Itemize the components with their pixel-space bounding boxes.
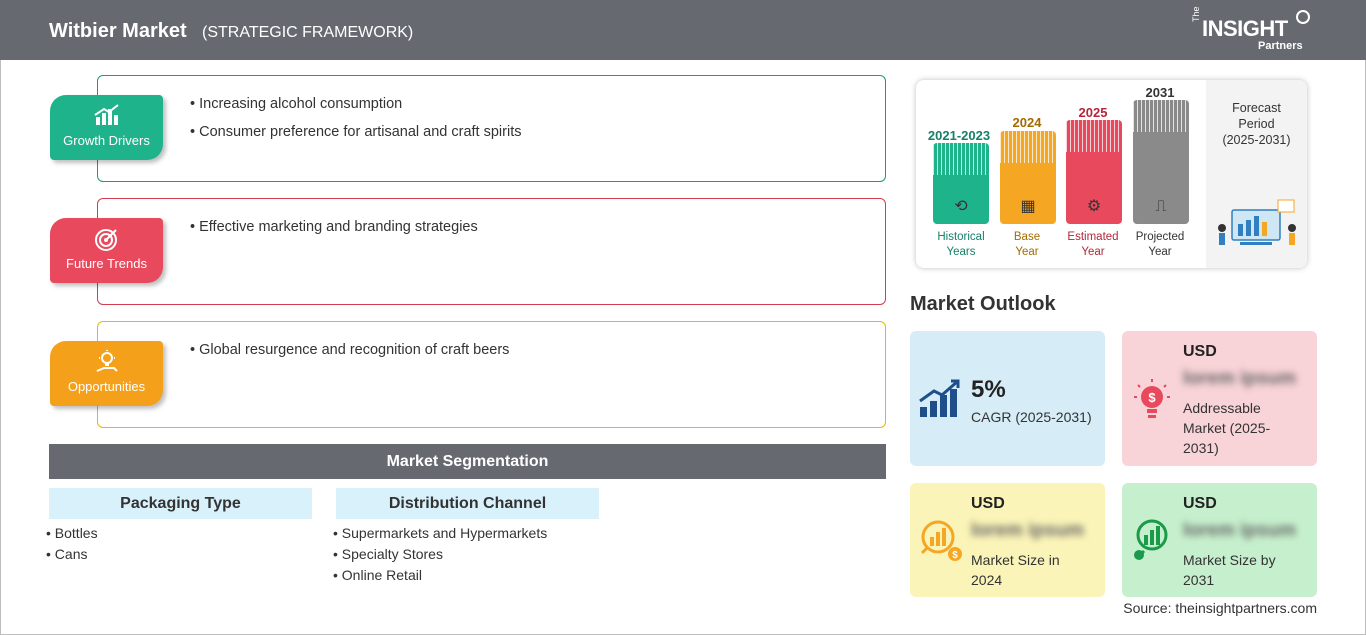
market-size-2031-card: USD lorem ipsum Market Size by 2031 [1122,483,1317,597]
svg-text:$: $ [952,550,958,561]
lightbulb-hand-icon [50,349,163,380]
calendar-icon: ▦ [1020,198,1036,215]
header-bar: Witbier Market (STRATEGIC FRAMEWORK) The… [0,0,1366,60]
addressable-market-card: $ USD lorem ipsum Addressable Market (20… [1122,331,1317,466]
size-2031-usd: USD [1183,495,1217,512]
opportunities-box [97,321,886,428]
growth-drivers-label: Growth Drivers [63,133,150,148]
opportunities-list: • Global resurgence and recognition of c… [190,342,509,370]
bar-base: ▦ [1000,131,1056,224]
list-item: • Supermarkets and Hypermarkets [333,525,548,541]
addressable-label: Addressable Market (2025-2031) [1183,400,1271,456]
source-link[interactable]: Source: theinsightpartners.com [1123,600,1317,616]
money-growth-icon [1134,519,1168,560]
packaging-type-heading: Packaging Type [49,488,312,519]
projection-icon: ⎍ [1155,198,1167,215]
future-trends-tag: Future Trends [50,218,163,283]
year-base: 2024 [1012,115,1042,130]
list-item: • Global resurgence and recognition of c… [190,342,510,358]
addressable-value-blurred: lorem ipsum [1183,368,1296,389]
forecast-panel: Forecast Period (2025-2031) [1206,80,1307,268]
growth-chart-icon [50,103,163,132]
opportunities-label: Opportunities [67,379,146,394]
svg-text:$: $ [1148,390,1156,405]
opportunities-tag: Opportunities [50,341,163,406]
market-outlook-title: Market Outlook [910,293,1056,315]
year-projected: 2031 [1145,85,1175,100]
insight-partners-logo[interactable]: The INSIGHT Partners [1190,6,1320,54]
list-item: • Online Retail [333,567,422,583]
estimate-icon: ⚙ [1086,198,1102,215]
size-2024-label: Market Size in 2024 [971,552,1060,588]
future-trends-box [97,198,886,305]
size-2031-label: Market Size by 2031 [1183,552,1276,588]
size-2024-value-blurred: lorem ipsum [971,520,1084,541]
list-item: • Effective marketing and branding strat… [190,219,478,235]
list-item: • Consumer preference for artisanal and … [190,124,522,140]
logo-the: The [1191,6,1201,22]
logo-partners: Partners [1258,40,1303,52]
market-size-2024-card: $ USD lorem ipsum Market Size in 2024 [910,483,1105,597]
size-2031-value-blurred: lorem ipsum [1183,520,1296,541]
segmentation-title: Market Segmentation [49,444,886,479]
bar-historical: ⟲ [933,143,989,224]
forecast-title: Forecast Period [1232,101,1281,131]
logo-main: INSIGHT [1202,16,1288,41]
page-title: Witbier Market [49,20,187,42]
analytics-illustration-icon [1218,199,1296,245]
cagr-label: CAGR (2025-2031) [971,409,1092,425]
forecast-period: (2025-2031) [1222,133,1291,147]
distribution-channel-heading: Distribution Channel [336,488,599,519]
money-bulb-icon: $ [1134,379,1170,418]
logo-bulb-icon [1296,10,1310,24]
bar-estimated: ⚙ [1066,120,1122,224]
future-trends-list: • Effective marketing and branding strat… [190,219,478,247]
addressable-usd: USD [1183,343,1217,360]
list-item: • Cans [46,546,88,562]
packaging-type-list: • Bottles • Cans [46,525,98,567]
list-item: • Bottles [46,525,98,541]
year-estimated: 2025 [1078,105,1108,120]
distribution-channel-list: • Supermarkets and Hypermarkets • Specia… [333,525,547,588]
size-2024-usd: USD [971,495,1005,512]
future-trends-label: Future Trends [66,256,147,271]
money-chart-icon: $ [920,520,962,561]
cagr-value: 5% [971,376,1006,403]
year-historical: 2021-2023 [927,128,991,143]
growth-drivers-list: • Increasing alcohol consumption • Consu… [190,96,521,152]
page-subtitle: (STRATEGIC FRAMEWORK) [202,24,414,41]
target-icon [50,226,163,257]
list-item: • Increasing alcohol consumption [190,96,403,112]
growth-drivers-tag: Growth Drivers [50,95,163,160]
growth-chart-icon [919,379,960,417]
bar-projected: ⎍ [1133,100,1189,224]
cagr-card: 5% CAGR (2025-2031) [910,331,1105,466]
list-item: • Specialty Stores [333,546,443,562]
history-icon: ⟲ [954,198,968,215]
